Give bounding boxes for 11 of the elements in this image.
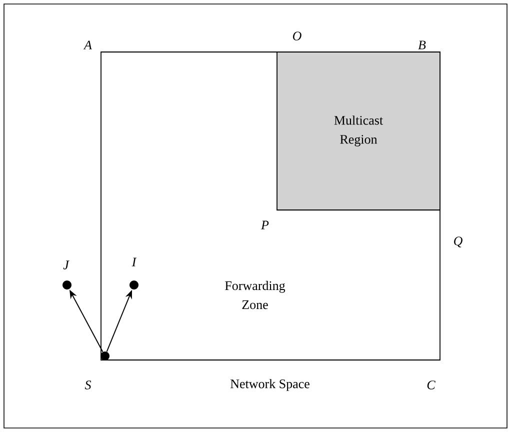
point-label: J: [63, 260, 70, 270]
corner-label: C: [427, 380, 436, 390]
corner-label: Q: [454, 236, 462, 248]
corner-label: P: [260, 220, 269, 230]
point-label: S: [84, 380, 92, 390]
point-dot: [62, 280, 72, 290]
point-dot: [130, 280, 138, 290]
corner-label: A: [83, 40, 92, 50]
caption-text: Network Space: [230, 379, 310, 391]
region-box: Multicast Region: [276, 52, 440, 210]
point-label: I: [132, 258, 137, 266]
